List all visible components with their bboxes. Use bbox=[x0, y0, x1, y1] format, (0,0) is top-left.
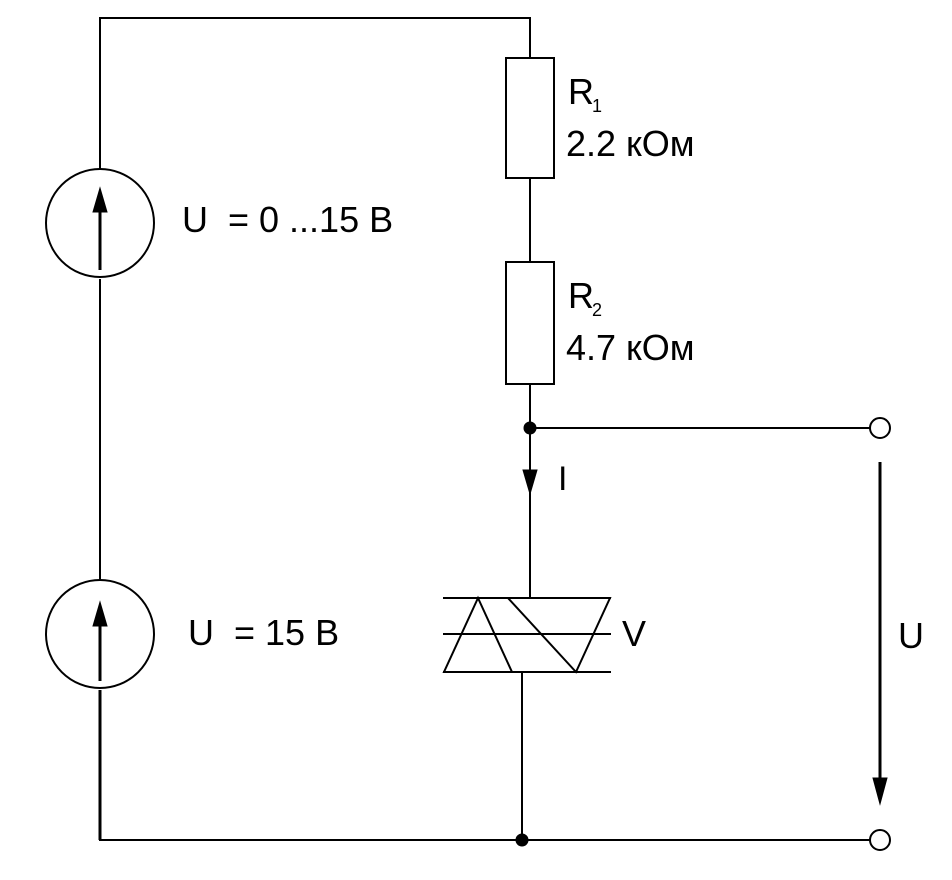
wires bbox=[98, 17, 873, 841]
output-terminal-bottom bbox=[869, 829, 891, 851]
junction-dot-top bbox=[523, 421, 537, 435]
arrow-up-icon-head bbox=[92, 600, 108, 627]
arrow-up-icon-head bbox=[92, 186, 108, 213]
output-voltage-label: U bbox=[898, 615, 924, 656]
resistor-r2: R 2 4.7 кОм bbox=[505, 261, 695, 385]
resistor-r1-body bbox=[505, 57, 555, 179]
junction-dot-bottom bbox=[515, 833, 529, 847]
triac-v: V bbox=[442, 595, 646, 674]
voltage-source-bottom-label: U = 15 В bbox=[188, 612, 339, 653]
current-label: I bbox=[558, 460, 567, 498]
resistor-r1-value: 2.2 кОм bbox=[566, 123, 695, 164]
resistor-r2-name: R bbox=[568, 275, 594, 316]
output-voltage-arrow: U bbox=[872, 462, 924, 806]
resistor-r2-value: 4.7 кОм bbox=[566, 327, 695, 368]
voltage-source-top: U = 0 ...15 В bbox=[45, 168, 393, 278]
output-terminal-top bbox=[869, 417, 891, 439]
resistor-r2-body bbox=[505, 261, 555, 385]
current-arrow: I bbox=[522, 460, 567, 498]
resistor-r1-name: R bbox=[568, 71, 594, 112]
resistor-r1-index: 1 bbox=[592, 96, 602, 116]
voltage-source-top-label: U = 0 ...15 В bbox=[182, 199, 393, 240]
voltage-source-bottom: U = 15 В bbox=[45, 579, 339, 689]
resistor-r1: R 1 2.2 кОм bbox=[505, 57, 695, 179]
arrow-down-icon bbox=[522, 469, 538, 496]
resistor-r2-index: 2 bbox=[592, 300, 602, 320]
arrow-down-icon-head bbox=[872, 777, 888, 806]
triac-label: V bbox=[622, 613, 646, 654]
